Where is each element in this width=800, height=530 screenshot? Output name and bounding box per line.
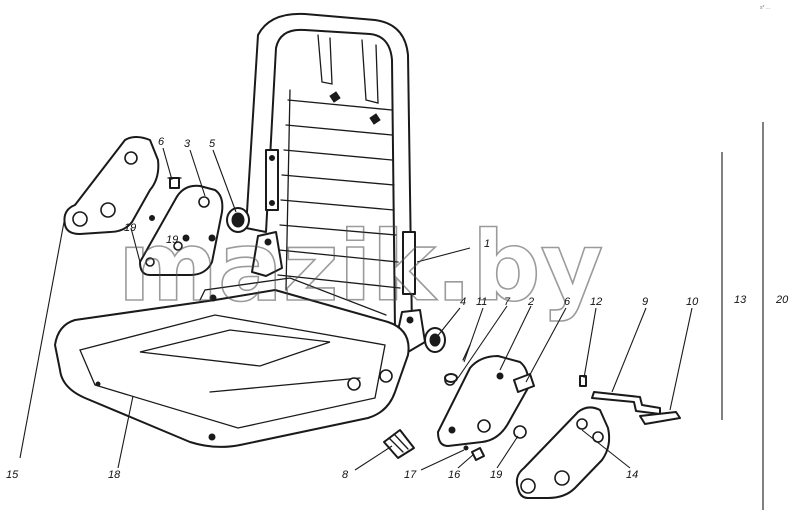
right-washer (424, 327, 446, 353)
callout-17: 17 (404, 469, 417, 481)
left-side-plate (63, 136, 160, 235)
right-hinge-plate (437, 355, 535, 447)
callout-18: 18 (108, 469, 121, 481)
callout-20: 20 (775, 294, 789, 306)
right-side-plate (515, 406, 611, 499)
callout-13: 13 (734, 294, 747, 306)
callout-2: 2 (527, 296, 534, 308)
callout-15: 15 (6, 469, 19, 481)
right-handle (639, 411, 681, 425)
callout-11: 11 (476, 296, 487, 308)
callout-1: 1 (484, 238, 490, 250)
callout-7: 7 (504, 296, 511, 308)
callout-19-left: 19 (124, 222, 136, 234)
knob (383, 429, 415, 459)
corner-note: s* ... (760, 5, 770, 11)
left-bolt (167, 177, 182, 189)
callout-16: 16 (448, 469, 461, 481)
callout-10: 10 (686, 296, 699, 308)
right-rod (591, 391, 661, 415)
callout-12: 12 (590, 296, 602, 308)
callout-5: 5 (209, 138, 216, 150)
left-washer (149, 207, 250, 233)
callout-4: 4 (460, 296, 466, 308)
leader-lines (19, 147, 693, 471)
callout-6-right: 6 (564, 296, 571, 308)
watermark-text: mazik.by (118, 211, 603, 323)
callout-19-right: 19 (490, 469, 502, 481)
callout-8: 8 (342, 469, 349, 481)
callout-9: 9 (642, 296, 648, 308)
callout-3: 3 (184, 138, 191, 150)
seat-cushion-frame (54, 277, 410, 448)
left-hinge-bracket (139, 184, 224, 276)
callout-14: 14 (626, 469, 638, 481)
callout-6-left: 6 (158, 136, 165, 148)
callout-19-center: 19 (166, 234, 178, 246)
seat-backrest-frame (245, 12, 426, 353)
callout-numbers: 1 2 3 4 5 6 6 7 8 9 10 11 12 13 14 15 16… (6, 136, 789, 481)
